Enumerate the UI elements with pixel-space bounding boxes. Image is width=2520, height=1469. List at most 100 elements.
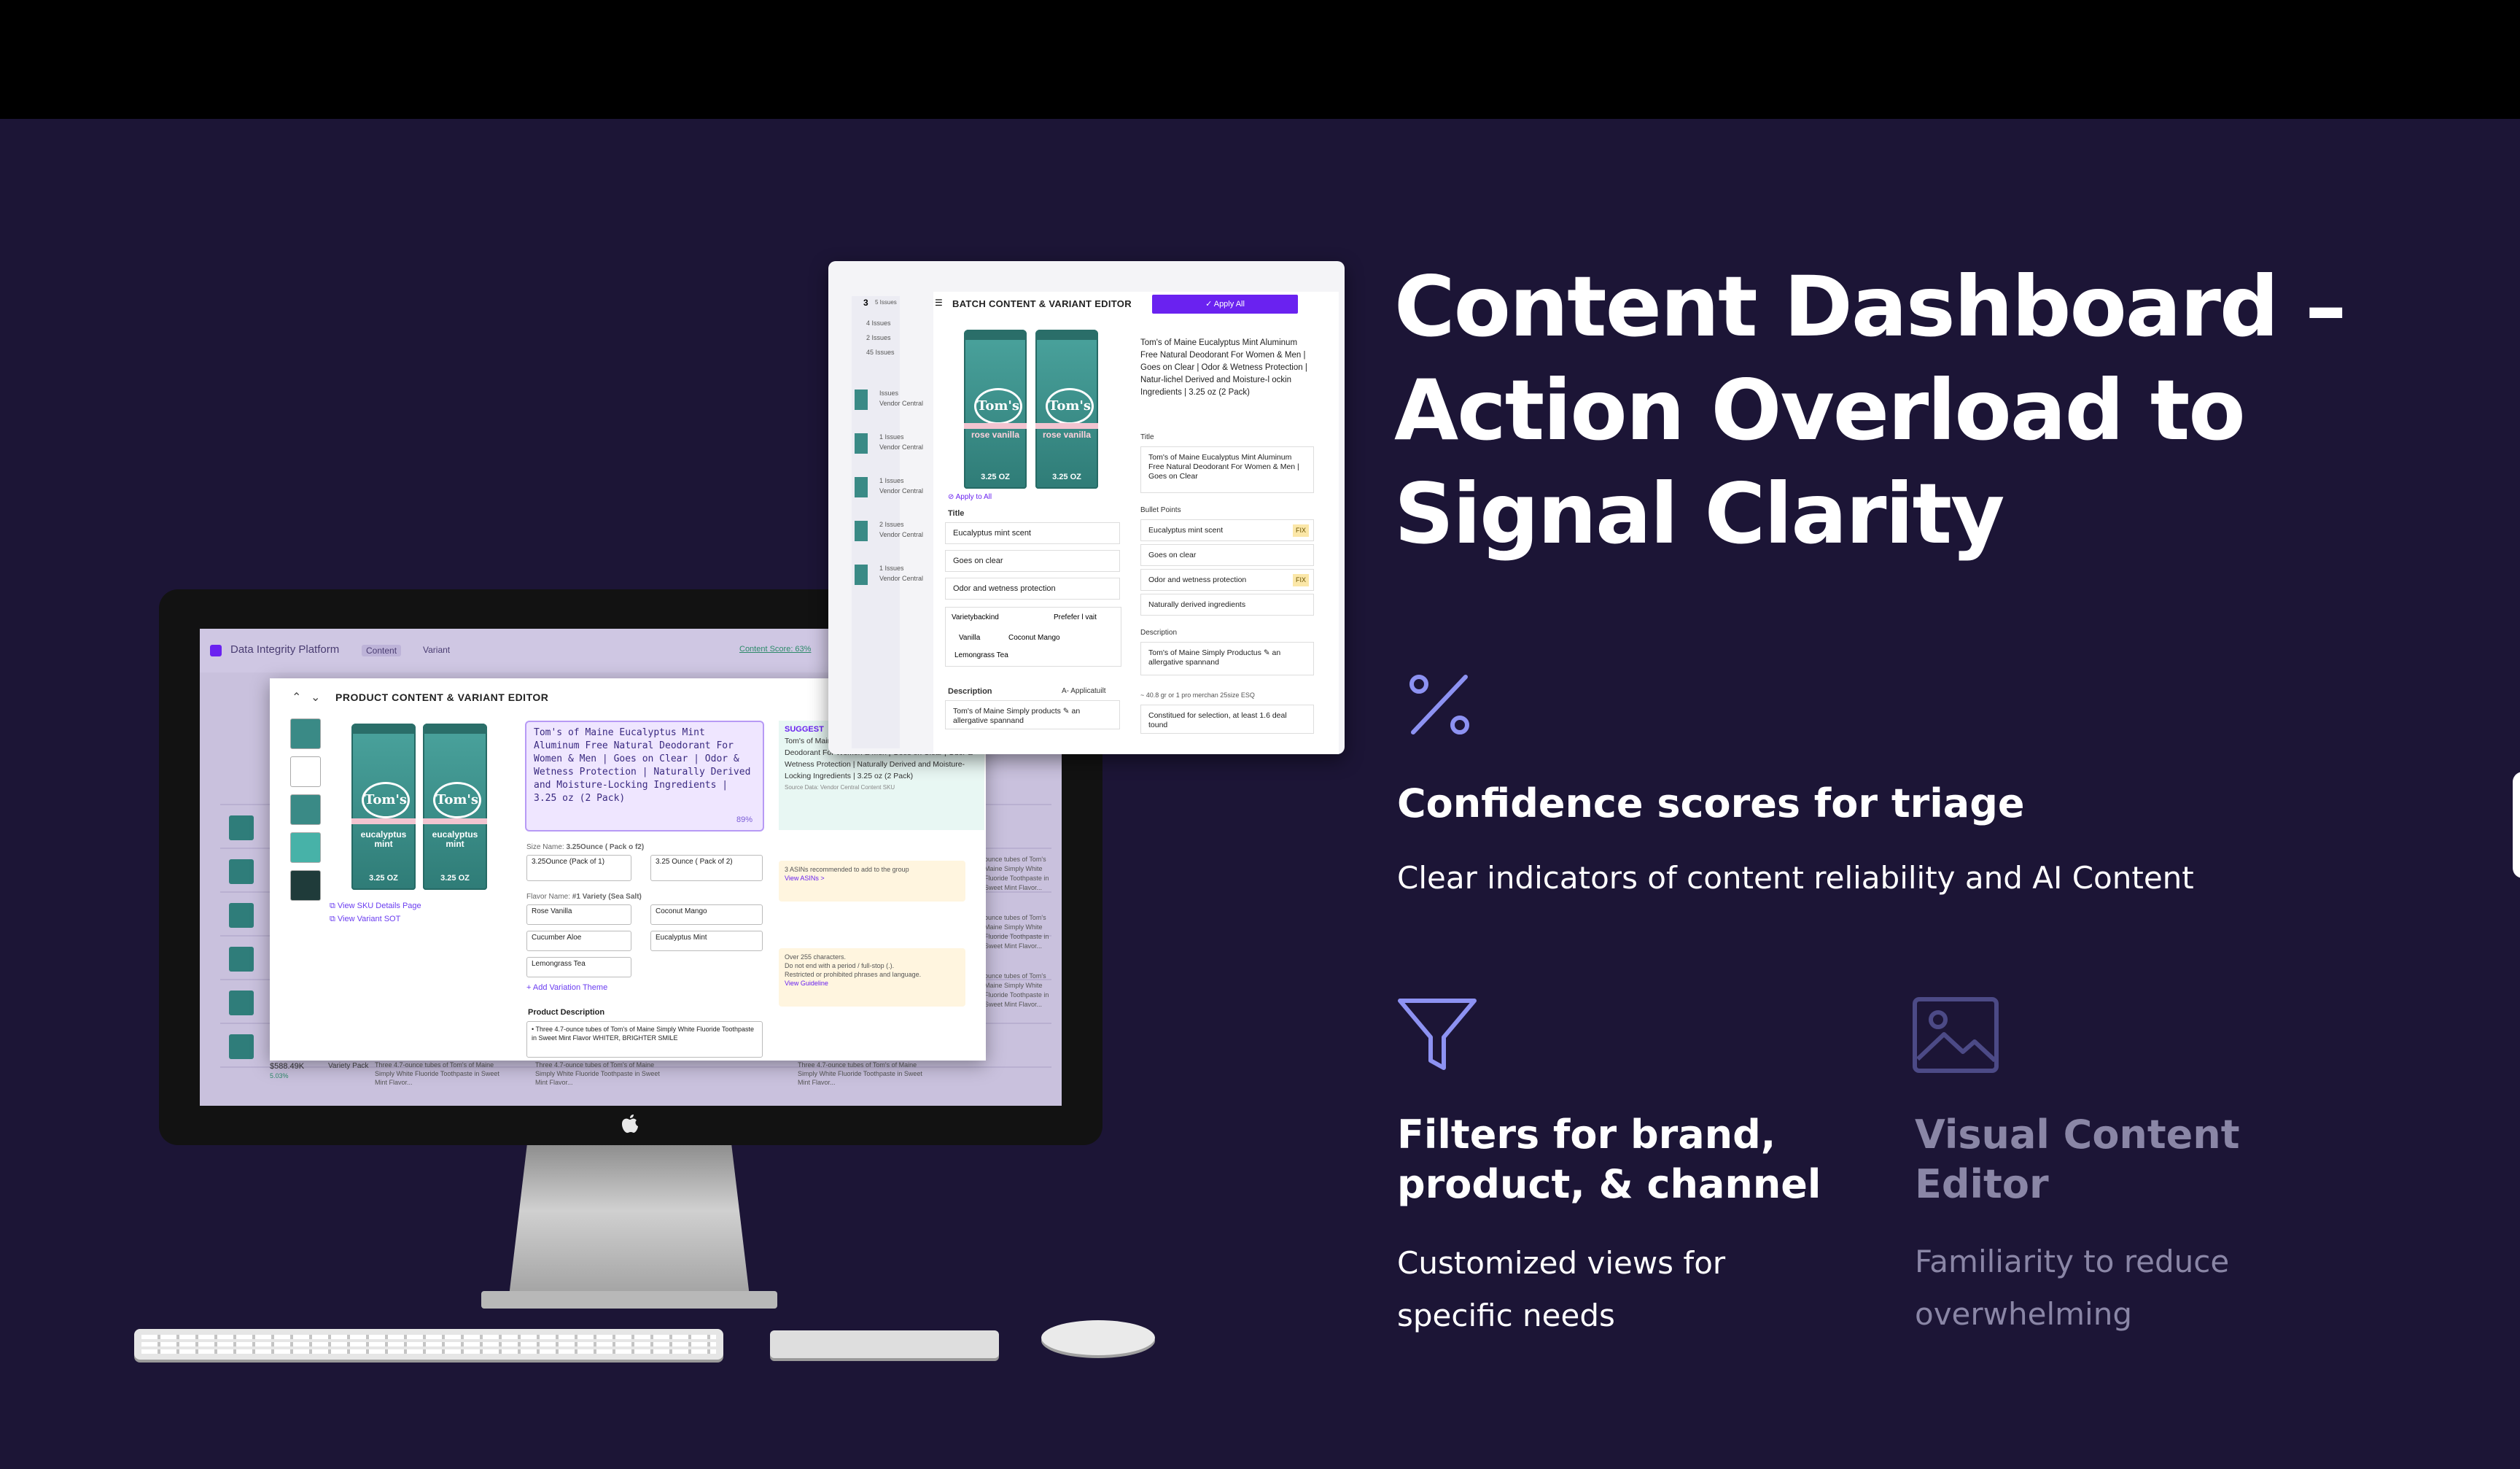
side-issue: Issues bbox=[879, 389, 899, 397]
view-asins-link[interactable]: View ASINs > bbox=[785, 875, 825, 882]
size-option[interactable]: 3.25 Ounce ( Pack of 2) bbox=[650, 855, 763, 881]
fix-badge[interactable]: FIX bbox=[1292, 574, 1309, 586]
product-scent: rose vanilla bbox=[1042, 430, 1092, 440]
filter-icon bbox=[1398, 999, 1477, 1070]
asin-note-text: 3 ASINs recommended to add to the group bbox=[785, 866, 909, 873]
bullet-field[interactable]: Naturally derived ingredients bbox=[1140, 594, 1314, 616]
variety-option[interactable]: Lemongrass Tea bbox=[954, 651, 1008, 659]
size-option[interactable]: 3.25Ounce (Pack of 1) bbox=[526, 855, 631, 881]
feature-confidence-desc: Clear indicators of content reliability … bbox=[1397, 860, 2194, 896]
description-label: Product Description bbox=[528, 1008, 605, 1017]
apply-to-all-link[interactable]: ⊘ Apply to All bbox=[948, 493, 992, 501]
product-scent: rose vanilla bbox=[971, 430, 1020, 440]
fix-badge[interactable]: FIX bbox=[1292, 524, 1309, 537]
bullet-text: Eucalyptus mint scent bbox=[1148, 526, 1224, 535]
bullet-field[interactable]: Goes on clear bbox=[1140, 544, 1314, 566]
view-variant-label: View Variant SOT bbox=[337, 915, 401, 923]
view-variant-link[interactable]: ⧉ View Variant SOT bbox=[330, 915, 401, 923]
chevron-up-icon[interactable]: ⌃ bbox=[292, 691, 302, 704]
title-line-3: Signal Clarity bbox=[1394, 465, 2004, 562]
brand-logo: Tom's bbox=[1046, 388, 1094, 425]
flavor-option[interactable]: Cucumber Aloe bbox=[526, 931, 631, 951]
apply-all-button[interactable]: ✓ Apply All bbox=[1152, 295, 1298, 314]
side-thumbnail[interactable] bbox=[855, 389, 868, 410]
ai-title-box[interactable]: Tom's of Maine Eucalyptus Mint Aluminum … bbox=[525, 721, 764, 832]
product-size: 3.25 OZ bbox=[1052, 473, 1081, 481]
add-variation-button[interactable]: + Add Variation Theme bbox=[526, 983, 608, 992]
product-image: Tom's rose vanilla 3.25 OZ bbox=[964, 330, 1027, 489]
row-snippet: Three 4.7-ounce tubes of Tom's of Maine … bbox=[798, 1061, 922, 1086]
thumbnail[interactable] bbox=[290, 794, 321, 825]
side-vendor: Vendor Central bbox=[879, 487, 924, 495]
tab-variant[interactable]: Variant bbox=[423, 645, 451, 655]
side-count[interactable]: 4 Issues bbox=[866, 319, 891, 327]
description-field[interactable]: • Three 4.7-ounce tubes of Tom's of Main… bbox=[526, 1021, 763, 1058]
brand-logo: Tom's bbox=[433, 782, 481, 818]
side-thumbnail[interactable] bbox=[855, 565, 868, 585]
thumbnail[interactable] bbox=[290, 832, 321, 863]
menu-icon[interactable]: ☰ bbox=[935, 298, 943, 308]
tab-content[interactable]: Content bbox=[362, 645, 402, 656]
constitued-field[interactable]: Constitued for selection, at least 1.6 d… bbox=[1140, 705, 1314, 734]
feature-confidence-title: Confidence scores for triage bbox=[1397, 780, 2025, 826]
flavor-option[interactable]: Lemongrass Tea bbox=[526, 957, 631, 977]
feature-visual-title-2: Editor bbox=[1915, 1161, 2049, 1207]
right-title-field[interactable]: Tom's of Maine Eucalyptus Mint Aluminum … bbox=[1140, 446, 1314, 493]
view-sku-link[interactable]: ⧉ View SKU Details Page bbox=[330, 902, 421, 910]
side-thumbnail[interactable] bbox=[855, 477, 868, 497]
batch-editor-popup: 3 5 Issues 4 Issues 2 Issues 45 Issues I… bbox=[828, 261, 1345, 754]
feature-visual-title-1: Visual Content bbox=[1915, 1112, 2240, 1158]
chevron-down-icon[interactable]: ⌄ bbox=[311, 691, 321, 704]
variety-option[interactable]: Vanilla bbox=[959, 634, 981, 642]
left-desc-field[interactable]: Tom's of Maine Simply products ✎ an alle… bbox=[945, 700, 1120, 729]
left-title-field[interactable]: Goes on clear bbox=[945, 550, 1120, 572]
app-name: Data Integrity Platform bbox=[230, 643, 340, 656]
side-count[interactable]: 45 Issues bbox=[866, 349, 895, 356]
flavor-option[interactable]: Eucalyptus Mint bbox=[650, 931, 763, 951]
batch-title: BATCH CONTENT & VARIANT EDITOR bbox=[952, 298, 1132, 309]
flavor-option[interactable]: Rose Vanilla bbox=[526, 904, 631, 925]
warning-line: Do not end with a period / full-stop (.)… bbox=[785, 962, 895, 969]
feature-filters-title: Filters for brand, product, & channel bbox=[1397, 1110, 1821, 1209]
key-row bbox=[141, 1335, 716, 1339]
row-snippet: ounce tubes of Tom's Maine Simply White … bbox=[984, 972, 1049, 1008]
keyboard bbox=[134, 1329, 723, 1360]
side-issue: 1 Issues bbox=[879, 477, 904, 484]
asin-recommendation: 3 ASINs recommended to add to the group … bbox=[779, 861, 965, 902]
side-thumbnail[interactable] bbox=[855, 433, 868, 454]
product-scent: eucalyptus mint bbox=[360, 829, 407, 849]
side-count[interactable]: 2 Issues bbox=[866, 334, 891, 341]
feature-filters-desc: Customized views for specific needs bbox=[1397, 1237, 1725, 1342]
flavor-option[interactable]: Coconut Mango bbox=[650, 904, 763, 925]
product-size: 3.25 OZ bbox=[369, 874, 398, 883]
ai-confidence: 89% bbox=[736, 815, 752, 824]
thumbnail-strip bbox=[290, 718, 321, 908]
suggest-source: Source Data: Vendor Central Content SKU bbox=[785, 784, 895, 791]
applicable-label: A- Applicatuilt bbox=[1062, 687, 1106, 695]
content-score: Content Score: 63% bbox=[739, 645, 812, 654]
variety-option[interactable]: Coconut Mango bbox=[1008, 634, 1060, 642]
variety-box: Varietybackind Prefefer l vait Vanilla C… bbox=[945, 607, 1121, 667]
row-thumbnail bbox=[229, 903, 254, 928]
right-desc-field[interactable]: Tom's of Maine Simply Productus ✎ an all… bbox=[1140, 642, 1314, 675]
prefer-label: Prefefer l vait bbox=[1054, 613, 1097, 621]
product-cap bbox=[351, 724, 416, 734]
monitor-stand bbox=[508, 1145, 751, 1309]
side-thumbnail[interactable] bbox=[855, 521, 868, 541]
feature-filters-title-1: Filters for brand, bbox=[1397, 1112, 1776, 1158]
row-snippet: ounce tubes of Tom's Maine Simply White … bbox=[984, 856, 1049, 891]
bullet-field[interactable]: Eucalyptus mint scent FIX bbox=[1140, 519, 1314, 541]
left-title-field[interactable]: Eucalyptus mint scent bbox=[945, 522, 1120, 544]
edge-tab[interactable] bbox=[2513, 772, 2520, 878]
batch-product-title: Tom's of Maine Eucalyptus Mint Aluminum … bbox=[1140, 338, 1307, 397]
feature-visual-desc: Familiarity to reduce overwhelming bbox=[1915, 1236, 2229, 1341]
thumbnail[interactable] bbox=[290, 756, 321, 787]
thumbnail[interactable] bbox=[290, 718, 321, 749]
thumbnail[interactable] bbox=[290, 870, 321, 901]
left-title-field[interactable]: Odor and wetness protection bbox=[945, 578, 1120, 600]
product-size: 3.25 OZ bbox=[981, 473, 1010, 481]
view-guideline-link[interactable]: View Guideline bbox=[785, 980, 828, 987]
side-issue: 1 Issues bbox=[879, 433, 904, 441]
product-size: 3.25 OZ bbox=[440, 874, 470, 883]
